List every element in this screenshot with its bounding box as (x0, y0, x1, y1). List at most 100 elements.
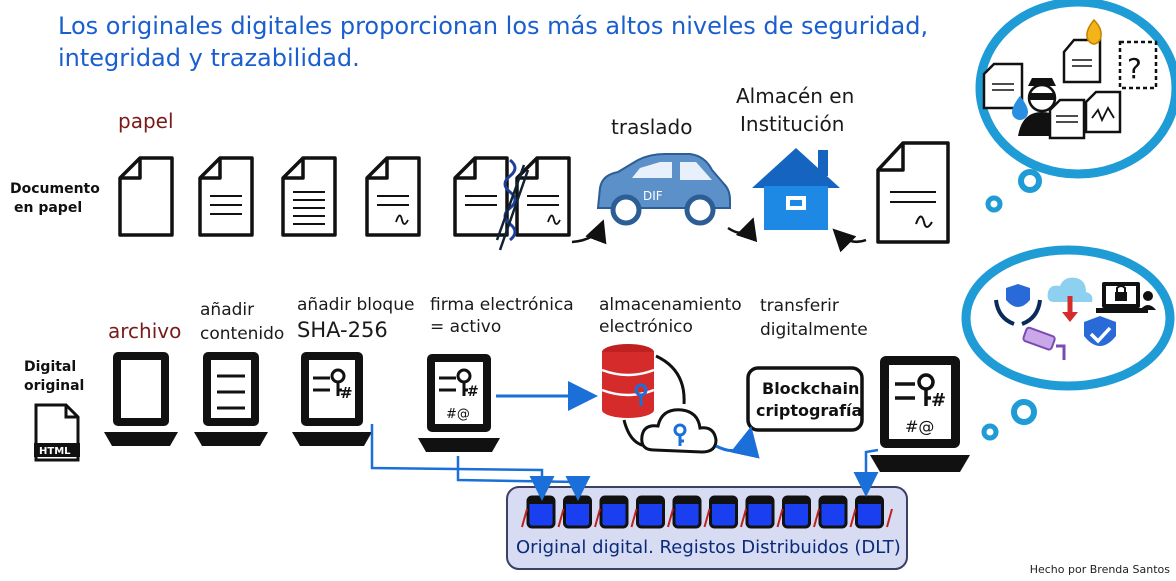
hash-symbol-3: # (931, 390, 946, 411)
dlt-block (636, 495, 665, 529)
papel-label: papel (118, 109, 174, 133)
hash-at-1: #@ (446, 407, 470, 422)
dlt-link (667, 508, 674, 528)
dlt-block (745, 495, 775, 529)
dlt-link (740, 508, 747, 528)
dlt-link (813, 508, 820, 528)
anadir-contenido-label: añadir contenido (200, 298, 284, 346)
paper-doc-signed-icon (365, 156, 421, 237)
dlt-block (672, 495, 702, 529)
house-icon (752, 148, 840, 230)
dlt-blocks (521, 495, 893, 529)
anadir-contenido-line2: contenido (200, 324, 285, 344)
burning-doc-icon (1062, 18, 1102, 84)
hash-at-2: #@ (905, 417, 934, 436)
anadir-contenido-line1: añadir (200, 300, 255, 320)
paper-doc-final-icon (876, 141, 950, 244)
blockchain-box: Blockchain criptografía (746, 366, 864, 432)
digital-row-label-line1: Digital (24, 359, 77, 375)
dlt-link (776, 508, 784, 528)
firma-line1: firma electrónica (430, 295, 574, 315)
forged-doc-icon (1084, 90, 1122, 134)
dlt-block (709, 495, 738, 529)
firma-label: firma electrónica = activo (430, 294, 574, 338)
almacenamiento-line2: electrónico (599, 317, 693, 337)
doc-signed-small-icon (1048, 98, 1086, 140)
title-line2: integridad y trazabilidad. (58, 44, 360, 72)
dlt-link (594, 508, 601, 528)
almacen-line1: Almacén en (736, 84, 855, 108)
monitor-bloque-icon: # (292, 352, 372, 446)
dlt-block (563, 495, 592, 529)
monitor-archivo-icon (104, 352, 178, 446)
dlt-label: Original digital. Registos Distribuidos … (516, 537, 901, 558)
svg-text:?: ? (1127, 52, 1142, 85)
cloud-key-icon (640, 408, 718, 454)
monitor-firma-icon: # #@ (418, 354, 500, 452)
dlt-link (703, 508, 711, 528)
dlt-link (521, 508, 528, 528)
car-text: DIF (643, 189, 663, 203)
almacenamiento-label: almacenamiento electrónico (599, 294, 742, 338)
arrow-to-house (727, 217, 758, 243)
database-icon (601, 344, 655, 418)
dlt-block (855, 495, 884, 529)
blockchain-line2: criptografía (756, 401, 862, 420)
almacen-label: Almacén en Institución (736, 82, 854, 138)
title-line1: Los originales digitales proporcionan lo… (58, 12, 929, 40)
dlt-block (599, 495, 629, 529)
connector-cloud-to-blockchain (715, 426, 760, 459)
hands-shield-icon (994, 284, 1042, 326)
monitor-contenido-icon (194, 352, 268, 446)
dlt-link (630, 508, 638, 528)
connector-monitor-to-dlt (853, 448, 879, 497)
paper-row-label: Documento en papel (10, 180, 100, 218)
hash-symbol-1: # (340, 384, 353, 402)
page-title: Los originales digitales proporcionan lo… (58, 10, 928, 74)
dlt-block (782, 495, 811, 529)
archivo-label: archivo (108, 319, 182, 343)
digital-row-label-line2: original (24, 378, 85, 394)
security-camera-icon (1022, 326, 1066, 360)
html-file-text: HTML (39, 446, 71, 457)
anadir-bloque-line2: SHA-256 (297, 318, 388, 342)
security-thought-cloud (961, 245, 1175, 441)
cloud-download-icon (1047, 277, 1093, 322)
db-cloud-arc (655, 354, 686, 405)
dlt-block (526, 495, 556, 529)
paper-row-label-line2: en papel (14, 200, 83, 216)
dlt-block (818, 495, 848, 529)
anadir-bloque-line1: añadir bloque (297, 295, 415, 315)
laptop-lock-icon (1096, 282, 1156, 313)
dlt-link (849, 508, 857, 528)
anadir-bloque-label: añadir bloque SHA-256 (297, 294, 414, 344)
almacen-line2: Institución (740, 112, 845, 136)
paper-row-label-line1: Documento (10, 181, 100, 197)
credit-text: Hecho por Brenda Santos (1029, 563, 1170, 576)
firma-line2: = activo (430, 317, 502, 337)
wet-doc-icon (982, 62, 1028, 120)
paper-doc-lines-icon (198, 156, 254, 237)
blockchain-line1: Blockchain (762, 379, 859, 398)
monitor-final-icon: # #@ (870, 356, 970, 472)
almacenamiento-line1: almacenamiento (599, 295, 742, 315)
dlt-link (886, 508, 893, 528)
html-file-icon: HTML (34, 403, 80, 462)
shield-check-icon (1084, 316, 1116, 346)
car-icon: DIF (596, 153, 731, 226)
transferir-label: transferir digitalmente (760, 294, 868, 342)
arrow-to-car (571, 219, 607, 245)
connector-firma-to-dlt (456, 456, 591, 501)
transferir-line2: digitalmente (760, 320, 868, 340)
arrow-to-final-doc (832, 228, 867, 253)
transferir-line1: transferir (760, 296, 839, 316)
digital-row-label: Digital original (24, 358, 84, 396)
staple-binding-icon (495, 158, 530, 251)
paper-doc-blank-icon (118, 156, 174, 237)
traslado-label: traslado (611, 115, 693, 139)
hash-symbol-2: # (467, 384, 479, 400)
lost-doc-question-icon: ? (1118, 40, 1158, 90)
dlt-link (557, 508, 565, 528)
paper-doc-full-icon (281, 156, 337, 237)
